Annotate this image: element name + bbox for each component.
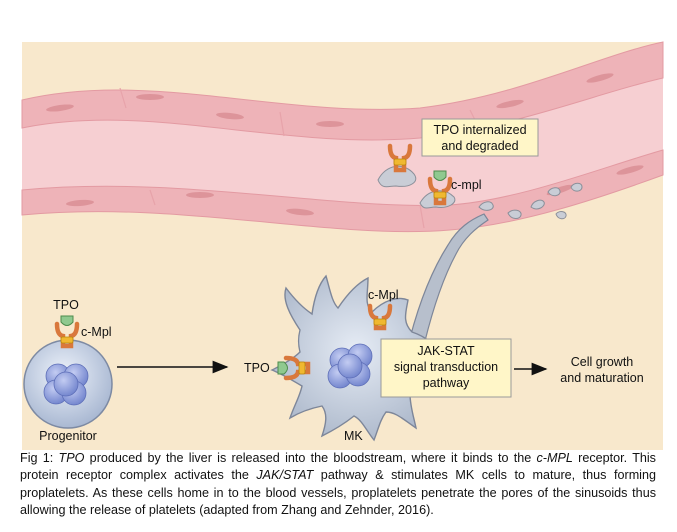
caption-prefix: Fig 1: — [20, 451, 59, 465]
mk-nucleus — [327, 343, 373, 389]
jakstat-text-1: JAK-STAT — [417, 344, 475, 358]
megakaryocyte-cell — [270, 213, 489, 442]
platelets — [478, 182, 583, 220]
caption-term-jakstat: JAK/STAT — [256, 468, 314, 483]
tpo-internalized-text-2: and degraded — [441, 139, 518, 153]
progenitor-cell — [23, 339, 113, 429]
jakstat-text-2: signal transduction — [394, 360, 498, 374]
mk-cmpl-receptor-icon — [367, 303, 393, 331]
internalized-receptor-icon — [387, 143, 413, 173]
caption-term-cmpl: c-MPL — [536, 451, 573, 465]
blood-vessel — [21, 41, 664, 233]
jakstat-box: JAK-STAT signal transduction pathway — [380, 338, 512, 398]
mk-tpo-receptor-icon — [277, 355, 311, 381]
cell-growth-text-1: Cell growth — [571, 355, 634, 369]
cell-growth-text-2: and maturation — [560, 371, 643, 385]
cmpl-vessel-label: c-mpl — [451, 178, 482, 192]
progenitor-cmpl-receptor-icon — [54, 315, 80, 349]
progenitor-nucleus — [43, 363, 89, 406]
tpo-signaling-diagram: c-mpl TPO internalized and degraded TPO … — [21, 41, 664, 450]
tpo-progenitor-label: TPO — [53, 298, 79, 312]
caption-segment-2: receptor. This protein receptor complex … — [20, 451, 656, 483]
tpo-mk-label: TPO — [244, 361, 270, 375]
cmpl-progenitor-label: c-Mpl — [81, 325, 112, 339]
figure-caption: Fig 1: TPO produced by the liver is rele… — [20, 450, 656, 520]
tpo-internalized-box: TPO internalized and degraded — [421, 118, 539, 157]
cmpl-mk-label: c-Mpl — [368, 288, 399, 302]
jakstat-text-3: pathway — [423, 376, 470, 390]
caption-segment-1: produced by the liver is released into t… — [84, 451, 537, 465]
caption-segment-3: pathway & stimulates MK cells to mature,… — [20, 468, 656, 518]
caption-term-tpo: TPO — [58, 451, 85, 465]
mk-label: MK — [344, 429, 363, 443]
vessel-cmpl-receptor-icon — [427, 170, 453, 206]
progenitor-label: Progenitor — [39, 429, 97, 443]
tpo-internalized-text-1: TPO internalized — [433, 123, 526, 137]
